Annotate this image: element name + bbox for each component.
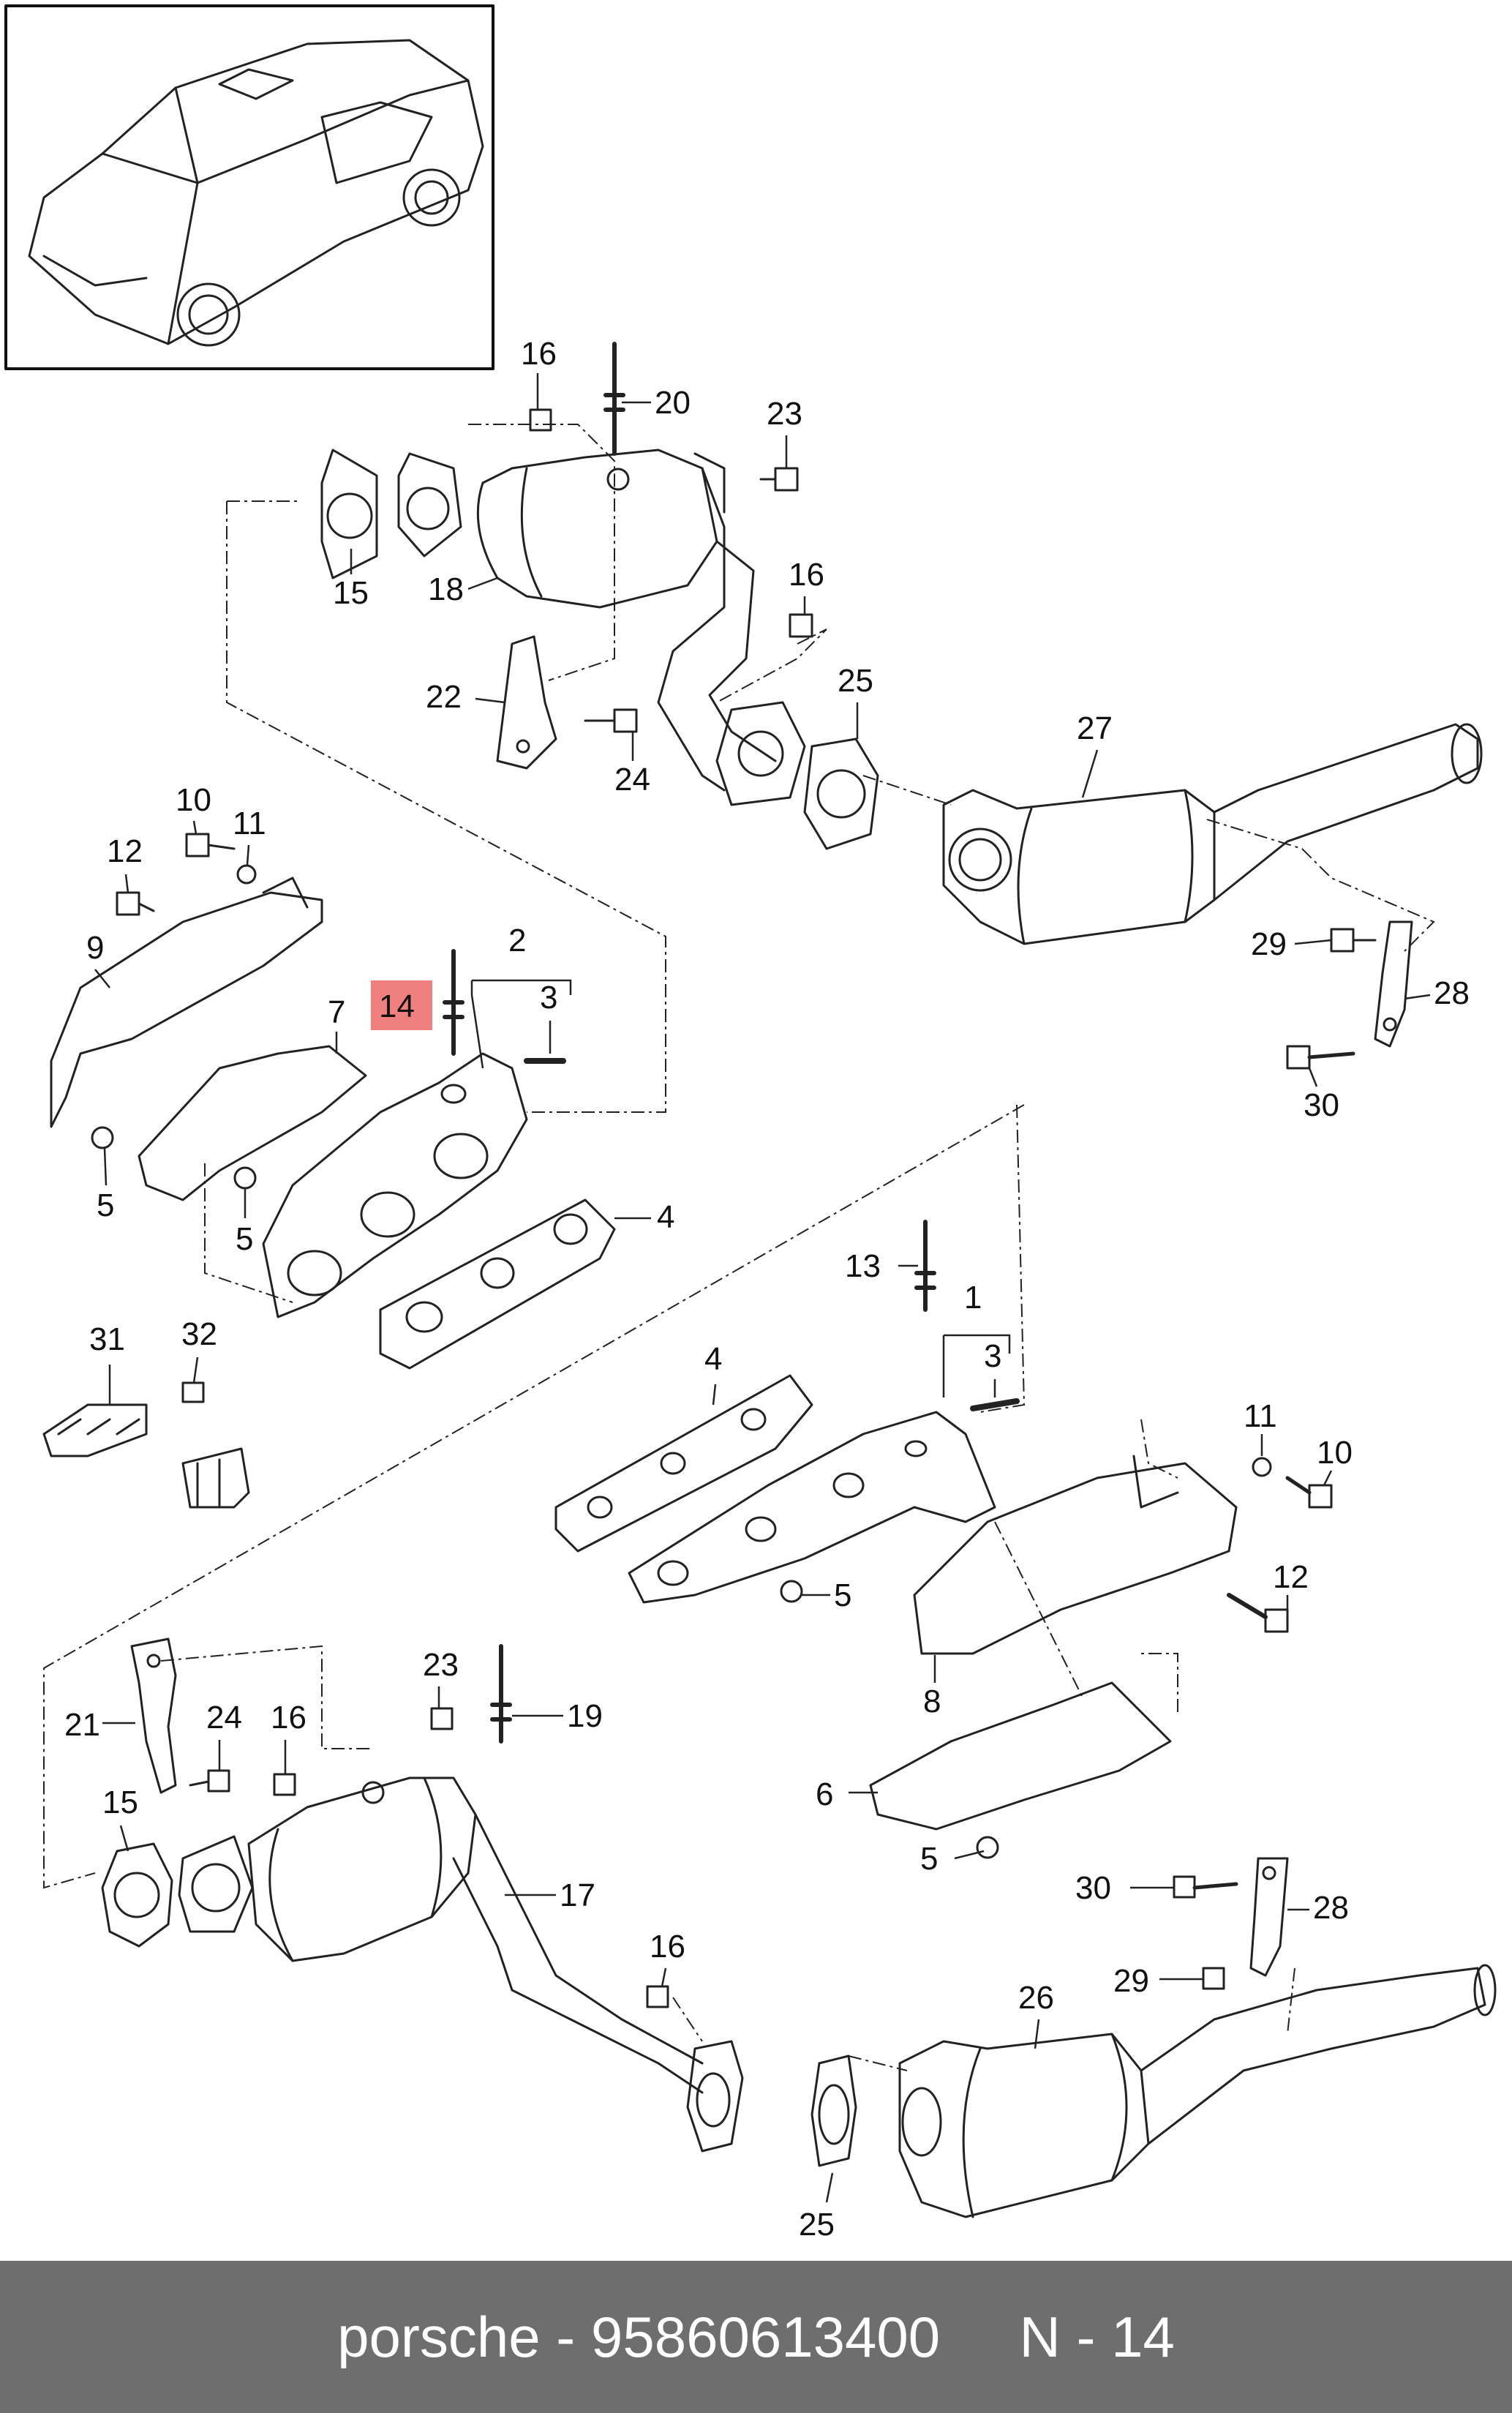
catalytic-converter-18	[476, 449, 718, 609]
callout-10b: 10	[1317, 1435, 1353, 1471]
callout-16a: 16	[521, 336, 557, 372]
callout-5b: 5	[236, 1221, 253, 1257]
connector-32	[181, 1447, 250, 1509]
heat-shield-8	[913, 1455, 1238, 1655]
fasteners	[91, 342, 1377, 2008]
callout-11b: 11	[1244, 1398, 1277, 1434]
callout-27: 27	[1077, 710, 1113, 746]
callout-23b: 23	[423, 1647, 459, 1683]
callout-5c: 5	[834, 1577, 851, 1613]
flange-joint-lower	[686, 2040, 744, 2153]
footer-bar: porsche - 95860613400 N - 14	[0, 2261, 1512, 2413]
callout-10a: 10	[176, 782, 211, 818]
assembly-guide-lines	[43, 424, 1435, 2071]
callout-18: 18	[428, 571, 464, 607]
gasket-flange-upper	[397, 452, 462, 558]
leader-lines	[94, 373, 1431, 2203]
gasket-4-lower	[554, 1374, 813, 1553]
callout-28b: 28	[1313, 1890, 1349, 1926]
bracket-21	[130, 1637, 177, 1794]
highlight-box-14	[371, 980, 432, 1030]
gasket-15-lower	[101, 1842, 173, 1948]
callout-2: 2	[508, 923, 526, 958]
gasket-4-upper	[379, 1198, 616, 1370]
callout-28a: 28	[1434, 975, 1470, 1011]
callout-29b: 29	[1113, 1963, 1149, 1999]
callout-12b: 12	[1273, 1559, 1309, 1595]
heat-shield-9	[50, 877, 323, 1128]
gasket-25-upper	[803, 738, 879, 850]
callout-24a: 24	[614, 762, 650, 798]
callout-15b: 15	[102, 1785, 138, 1820]
gasket-15-upper	[320, 449, 378, 579]
callout-4b: 4	[704, 1341, 722, 1377]
vehicle-thumbnail	[4, 4, 494, 370]
exhaust-parts-diagram: 16 20 23 16 15 18 22 24 25 27 10 11 12 9…	[4, 4, 1497, 2243]
callout-26: 26	[1018, 1980, 1054, 2016]
catalytic-converter-26	[898, 1964, 1497, 2218]
flange-joint-upper	[715, 701, 806, 806]
callout-20: 20	[655, 385, 691, 421]
callout-9: 9	[86, 930, 104, 966]
callout-19: 19	[567, 1698, 603, 1734]
callout-24b: 24	[206, 1700, 242, 1735]
exhaust-manifold-1	[628, 1411, 996, 1604]
callout-11a: 11	[233, 806, 266, 841]
callout-29a: 29	[1251, 926, 1287, 962]
callout-22: 22	[426, 679, 462, 715]
callout-16c: 16	[271, 1700, 306, 1735]
pipe-upper	[657, 452, 777, 792]
callout-21: 21	[64, 1707, 100, 1743]
callout-3b: 3	[984, 1338, 1001, 1374]
connector-31	[42, 1403, 148, 1457]
gasket-25-lower	[810, 2054, 857, 2167]
callout-15a: 15	[333, 575, 369, 611]
flange-lower	[178, 1835, 254, 1933]
callout-5d: 5	[920, 1841, 938, 1877]
heat-shield-6	[869, 1681, 1172, 1831]
callout-17: 17	[560, 1877, 595, 1913]
callout-14: 14	[379, 988, 415, 1024]
callout-1: 1	[964, 1280, 982, 1316]
bracket-28-lower	[1249, 1857, 1289, 1977]
callout-23a: 23	[767, 396, 802, 432]
callout-4a: 4	[657, 1199, 674, 1235]
exhaust-manifold-2	[262, 1052, 528, 1318]
catalytic-converter-17	[247, 1776, 704, 2094]
callout-25b: 25	[799, 2207, 835, 2243]
callout-5a: 5	[97, 1187, 114, 1223]
footer-caption: porsche - 95860613400 N - 14	[337, 2304, 1175, 2369]
callout-16b: 16	[789, 557, 824, 593]
callout-31: 31	[89, 1321, 125, 1357]
bracket-22	[496, 635, 557, 770]
callout-30a: 30	[1304, 1087, 1339, 1123]
callout-3a: 3	[540, 980, 557, 1016]
callout-32: 32	[181, 1316, 217, 1352]
bracket-28-upper	[1374, 920, 1413, 1048]
catalytic-converter-27	[942, 723, 1483, 945]
callout-30b: 30	[1075, 1870, 1111, 1906]
callout-7: 7	[328, 994, 345, 1030]
callout-13: 13	[845, 1248, 881, 1284]
callout-8: 8	[923, 1684, 941, 1719]
callout-6: 6	[816, 1776, 833, 1812]
callout-25a: 25	[838, 663, 873, 699]
callout-labels: 16 20 23 16 15 18 22 24 25 27 10 11 12 9…	[64, 336, 1470, 2243]
callout-12a: 12	[107, 833, 143, 869]
heat-shield-7	[138, 1045, 367, 1201]
callout-16d: 16	[650, 1929, 685, 1964]
